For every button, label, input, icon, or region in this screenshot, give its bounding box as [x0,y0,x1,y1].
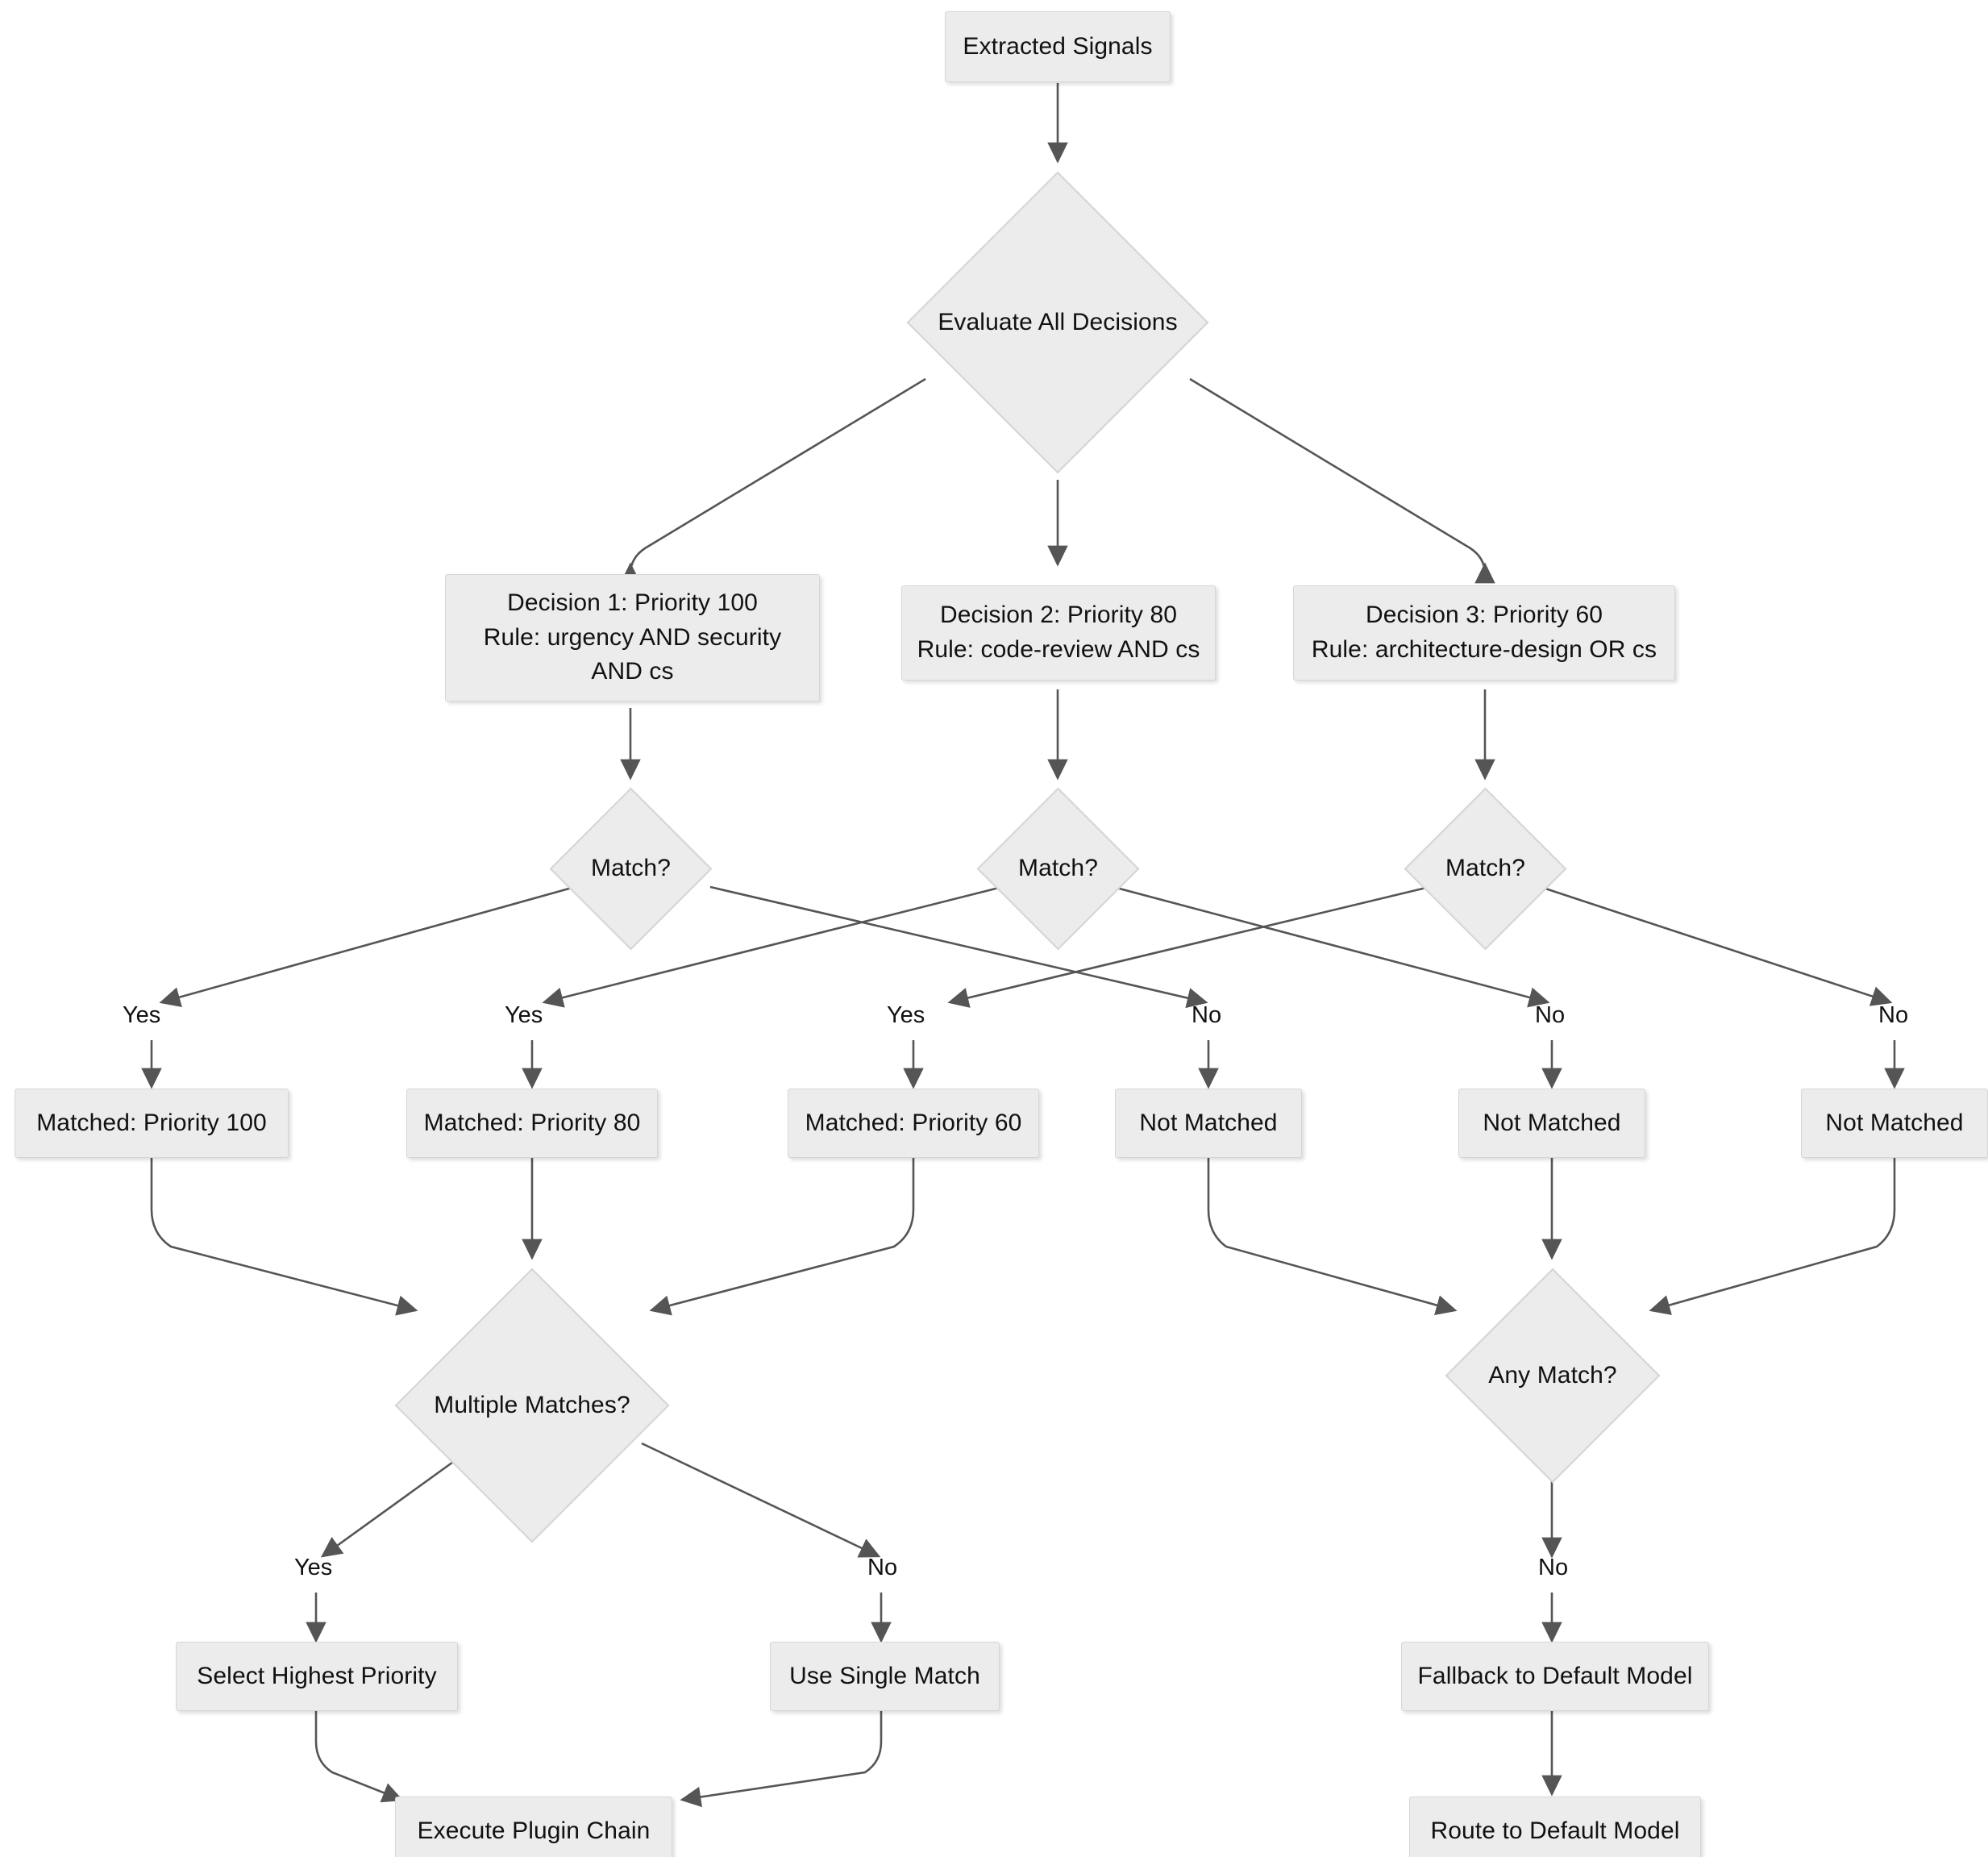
node-matched-priority-60[interactable]: Matched: Priority 60 [788,1089,1039,1158]
edge-label-no-1: No [1192,1002,1222,1028]
diamond-shape [906,171,1209,474]
node-fallback-to-default-model[interactable]: Fallback to Default Model [1401,1642,1709,1711]
node-evaluate-all-decisions[interactable]: Evaluate All Decisions [905,169,1211,476]
edge-label-yes-1: Yes [123,1002,161,1028]
node-label-line1: Decision 3: Priority 60 [1365,602,1603,629]
diamond-shape [976,787,1140,951]
diamond-shape [549,787,713,951]
node-label-line2: Rule: architecture-design OR cs [1311,636,1657,663]
node-decision-1[interactable]: Decision 1: Priority 100 Rule: urgency A… [445,574,820,702]
node-use-single-match[interactable]: Use Single Match [770,1642,1000,1711]
node-label: Route to Default Model [1430,1817,1680,1844]
node-label: Not Matched [1139,1109,1278,1136]
node-route-to-default-model[interactable]: Route to Default Model [1409,1797,1701,1857]
node-matched-priority-100[interactable]: Matched: Priority 100 [15,1089,289,1158]
node-label: Matched: Priority 80 [423,1109,641,1136]
node-label: Evaluate All Decisions [938,308,1178,335]
node-label: Any Match? [1488,1361,1617,1389]
diamond-shape [1404,787,1567,951]
node-label: Match? [591,855,671,882]
node-extracted-signals[interactable]: Extracted Signals [945,11,1171,82]
node-execute-plugin-chain[interactable]: Execute Plugin Chain [395,1797,672,1857]
diamond-shape [394,1268,670,1543]
node-match-1[interactable]: Match? [548,786,713,951]
node-label: Not Matched [1825,1109,1964,1136]
edge-label-no-2: No [1535,1002,1566,1028]
node-label-line1: Decision 1: Priority 100 [507,589,758,617]
node-label-line3: AND cs [591,658,674,685]
node-not-matched-2[interactable]: Not Matched [1458,1089,1645,1158]
node-label-line1: Decision 2: Priority 80 [939,602,1178,629]
edge-label-yes-3: Yes [887,1002,925,1028]
node-label: Multiple Matches? [434,1391,630,1418]
diamond-shape [1445,1268,1661,1484]
edge-label-multiple-matches-no: No [867,1555,898,1580]
node-label: Not Matched [1483,1109,1621,1136]
node-label-line2: Rule: code-review AND cs [917,636,1200,663]
node-not-matched-1[interactable]: Not Matched [1115,1089,1302,1158]
node-decision-2[interactable]: Decision 2: Priority 80 Rule: code-revie… [901,585,1216,681]
node-label: Matched: Priority 100 [36,1109,267,1136]
node-select-highest-priority[interactable]: Select Highest Priority [176,1642,458,1711]
node-label: Extracted Signals [963,32,1153,60]
node-multiple-matches[interactable]: Multiple Matches? [393,1266,672,1545]
node-match-2[interactable]: Match? [975,786,1141,951]
node-label: Use Single Match [789,1662,980,1689]
node-not-matched-3[interactable]: Not Matched [1801,1089,1988,1158]
node-matched-priority-80[interactable]: Matched: Priority 80 [406,1089,658,1158]
node-label-line2: Rule: urgency AND security [483,623,782,651]
node-any-match[interactable]: Any Match? [1443,1266,1662,1485]
edge-label-multiple-matches-yes: Yes [294,1555,333,1580]
edge-label-yes-2: Yes [505,1002,543,1028]
node-label: Execute Plugin Chain [417,1817,651,1844]
node-label: Matched: Priority 60 [805,1109,1022,1136]
edge-label-no-3: No [1878,1002,1909,1028]
node-label: Select Highest Priority [197,1662,437,1689]
edge-label-any-match-no: No [1538,1555,1569,1580]
node-label: Fallback to Default Model [1417,1662,1693,1689]
node-label: Match? [1445,855,1525,882]
node-decision-3[interactable]: Decision 3: Priority 60 Rule: architectu… [1293,585,1675,681]
node-match-3[interactable]: Match? [1403,786,1568,951]
node-label: Match? [1018,855,1098,882]
